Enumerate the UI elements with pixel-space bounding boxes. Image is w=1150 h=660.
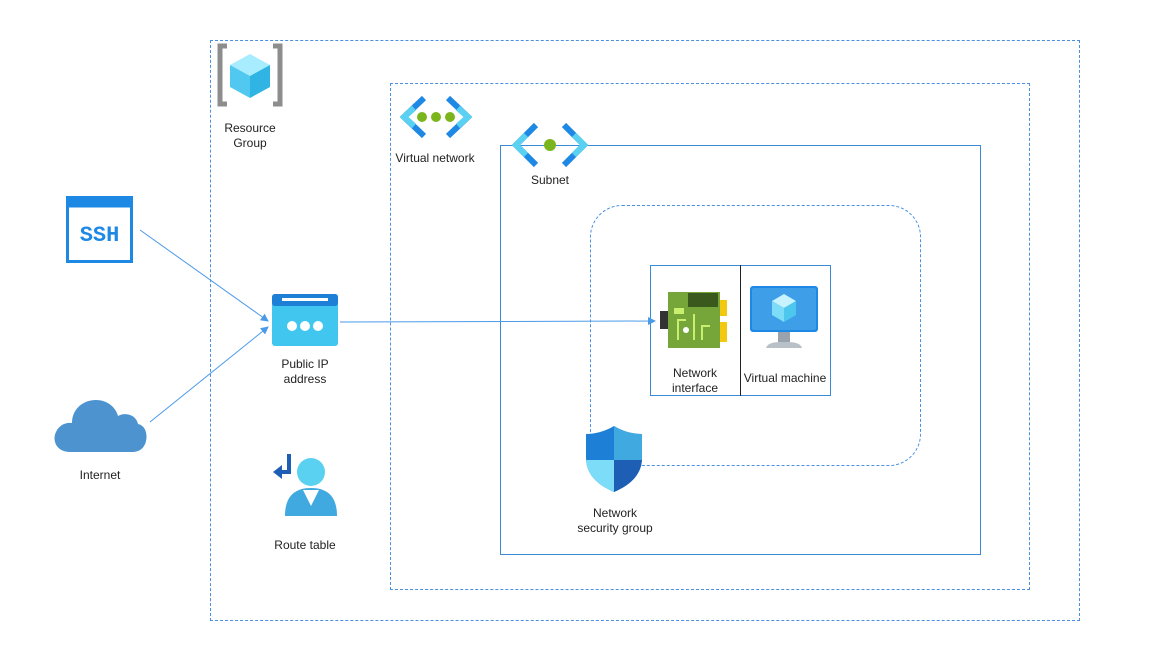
subnet-label: Subnet [530, 173, 570, 187]
resource-group-boundary [210, 40, 1080, 621]
ssh-text: SSH [80, 223, 120, 248]
subnet-icon [511, 122, 589, 168]
nsg-boundary [590, 205, 921, 466]
resource-group-label: Resource Group [224, 121, 276, 150]
virtual-network-label: Virtual network [395, 151, 475, 165]
virtual-network-boundary [390, 83, 1030, 590]
nsg-label: Network security group [577, 506, 653, 535]
connector-ssh-to-public-ip [139, 229, 269, 322]
public-ip-label: Public IP address [281, 357, 329, 386]
resource-group-icon [215, 42, 285, 108]
public-ip-icon [272, 294, 338, 346]
virtual-machine-label: Virtual machine [743, 371, 827, 385]
network-interface-label: Network interface [671, 366, 719, 395]
cloud-icon [52, 392, 148, 454]
ssh-icon: SSH [66, 196, 133, 263]
network-interface-icon [660, 290, 728, 350]
virtual-network-icon [399, 95, 473, 139]
virtual-machine-icon [750, 284, 820, 350]
subnet-boundary [500, 145, 981, 555]
route-table-icon [273, 452, 339, 518]
connector-public-ip-to-nic [339, 317, 656, 326]
internet-label: Internet [79, 468, 121, 482]
shield-icon [584, 424, 644, 494]
vm-nic-divider [740, 265, 741, 396]
connector-internet-to-public-ip [149, 326, 269, 423]
route-table-label: Route table [274, 538, 336, 552]
